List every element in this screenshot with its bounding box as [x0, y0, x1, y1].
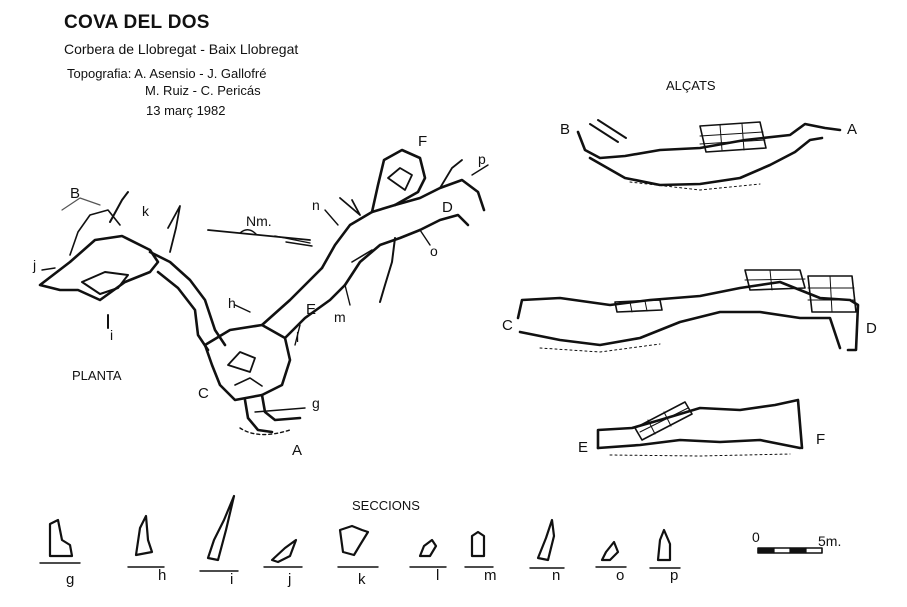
- section-label-m: m: [484, 567, 497, 584]
- plan-point-m: m: [334, 309, 346, 325]
- scale-start-label: 0: [752, 529, 760, 545]
- plan-point-j: j: [32, 257, 36, 273]
- section-label-o: o: [616, 567, 624, 584]
- plan-point-p: p: [478, 151, 486, 167]
- plan-point-l: l: [296, 329, 299, 345]
- plan-point-c: C: [198, 385, 209, 402]
- elevation-point-f: F: [816, 431, 825, 448]
- cross-sections: [39, 494, 681, 572]
- plan-point-a: A: [292, 442, 302, 459]
- plan-point-n: n: [312, 197, 320, 213]
- plan-label: PLANTA: [72, 368, 122, 383]
- plan-view: [38, 148, 489, 436]
- elevation-point-e: E: [578, 439, 588, 456]
- survey-authors-line2: M. Ruiz - C. Pericás: [145, 83, 261, 98]
- elevations-label: ALÇATS: [666, 78, 716, 93]
- section-label-g: g: [66, 571, 74, 588]
- section-label-l: l: [436, 567, 439, 584]
- map-title: COVA DEL DOS: [64, 12, 210, 33]
- plan-point-b: B: [70, 185, 80, 202]
- survey-date: 13 març 1982: [146, 103, 226, 118]
- north-arrow-label: Nm.: [246, 213, 272, 229]
- plan-point-k: k: [142, 203, 150, 219]
- elevation-c-d: [516, 269, 860, 353]
- section-label-p: p: [670, 567, 678, 584]
- sections-label: SECCIONS: [352, 498, 420, 513]
- elevation-e-f: [596, 398, 804, 457]
- elevation-point-c: C: [502, 317, 513, 334]
- plan-point-f: F: [418, 133, 427, 150]
- elevation-point-a: A: [847, 121, 857, 138]
- section-label-n: n: [552, 567, 560, 584]
- map-location: Corbera de Llobregat - Baix Llobregat: [64, 41, 299, 57]
- plan-point-h: h: [228, 295, 236, 311]
- plan-point-e: E: [306, 301, 316, 318]
- elevation-b-a: [576, 119, 842, 191]
- elevation-point-b: B: [560, 121, 570, 138]
- plan-point-g: g: [312, 395, 320, 411]
- section-label-h: h: [158, 567, 166, 584]
- section-label-i: i: [230, 571, 233, 588]
- elevation-point-d: D: [866, 320, 877, 337]
- plan-point-i: i: [110, 327, 113, 343]
- section-label-k: k: [358, 571, 366, 588]
- scale-end-label: 5m.: [818, 533, 841, 549]
- survey-authors-line1: Topografia: A. Asensio - J. Gallofré: [67, 66, 267, 81]
- section-label-j: j: [287, 571, 291, 588]
- plan-point-d: D: [442, 199, 453, 216]
- plan-point-o: o: [430, 243, 438, 259]
